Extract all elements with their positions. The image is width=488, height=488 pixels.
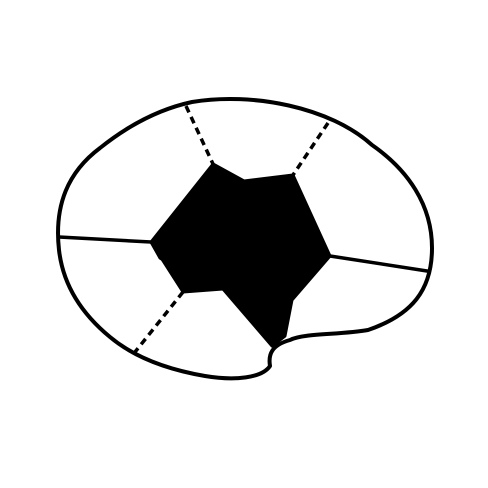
ball-outline <box>56 96 434 381</box>
seam-dashed-top-right <box>291 122 330 176</box>
center-pentagon-patch <box>149 162 332 348</box>
seam-right <box>328 254 429 273</box>
seam-dashed-top-left <box>184 105 215 165</box>
seam-dashed-bottom-left <box>133 290 185 354</box>
seam-left <box>57 235 153 244</box>
seam-lower-left-corner <box>149 240 185 294</box>
